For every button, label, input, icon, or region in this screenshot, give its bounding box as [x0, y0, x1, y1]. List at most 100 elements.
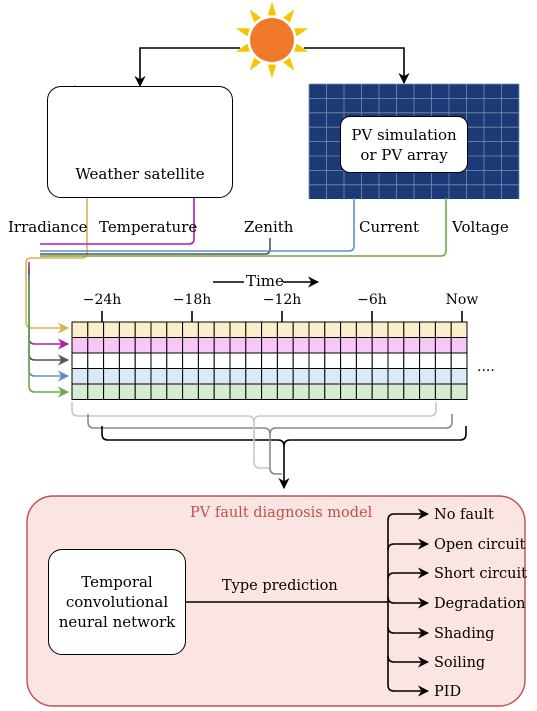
grid-cell — [324, 337, 342, 354]
output-shading: Shading — [434, 626, 495, 642]
grid-cell — [276, 337, 294, 354]
temperature-branch — [28, 262, 70, 350]
grid-cell — [308, 368, 326, 385]
sun-ray — [283, 57, 295, 71]
window-braces — [71, 402, 467, 490]
output-arrow — [387, 567, 430, 580]
network-box: Temporal convolutional neural network — [48, 549, 186, 655]
grid-cell — [434, 383, 452, 400]
grid-cell — [213, 368, 231, 385]
temperature-line — [40, 198, 195, 245]
irradiance-label: Irradiance — [8, 218, 88, 236]
brace-dark — [101, 426, 467, 452]
pv-label-line2: or PV array — [360, 145, 448, 164]
grid-cell — [166, 337, 184, 354]
grid-cell — [213, 321, 231, 338]
output-degradation: Degradation — [434, 596, 526, 612]
grid-cell — [197, 337, 215, 354]
grid-cell — [150, 352, 168, 369]
grid-cell — [450, 383, 468, 400]
grid-cell — [87, 352, 105, 369]
grid-cell — [419, 337, 436, 354]
grid-cell — [371, 337, 389, 354]
output-arrow — [387, 626, 430, 639]
grid-cell — [324, 352, 342, 369]
grid-cell — [419, 368, 436, 385]
grid-cell — [355, 337, 373, 354]
grid-cell — [419, 321, 436, 338]
grid-cell — [166, 383, 184, 400]
grid-cell — [387, 352, 405, 369]
sun-ray — [235, 28, 250, 37]
grid-cell — [292, 352, 310, 369]
grid-cell — [182, 337, 199, 354]
grid-cell — [434, 368, 452, 385]
grid-cell — [276, 321, 294, 338]
grid-cell — [324, 321, 342, 338]
grid-cell — [387, 368, 405, 385]
grid-cell — [213, 383, 231, 400]
grid-cell — [182, 383, 199, 400]
grid-cell — [292, 368, 310, 385]
grid-cell — [229, 352, 247, 369]
grid-cell — [134, 383, 152, 400]
grid-cell — [71, 337, 89, 354]
grid-cell — [245, 337, 263, 354]
grid-cell — [87, 321, 105, 338]
voltage-branch — [28, 280, 70, 398]
grid-cell — [261, 383, 278, 400]
grid-cell — [403, 368, 421, 385]
grid-cell — [324, 368, 342, 385]
network-line1: Temporal — [81, 573, 153, 591]
grid-cell — [229, 337, 247, 354]
grid-cell — [292, 337, 310, 354]
grid-cell — [71, 321, 89, 338]
grid-cell — [340, 337, 357, 354]
network-line3: neural network — [58, 613, 176, 631]
grid-cell — [292, 321, 310, 338]
time-label: Time — [246, 272, 284, 290]
grid-cell — [197, 383, 215, 400]
grid-cell — [166, 368, 184, 385]
grid-cell — [403, 352, 421, 369]
grid-cell — [434, 337, 452, 354]
grid-cell — [103, 352, 120, 369]
time-series-grid — [71, 321, 468, 400]
grid-cell — [229, 321, 247, 338]
grid-cell — [103, 383, 120, 400]
voltage-label: Voltage — [452, 218, 509, 236]
grid-cell — [371, 352, 389, 369]
grid-cell — [71, 383, 89, 400]
grid-cell — [261, 352, 278, 369]
grid-cell — [134, 321, 152, 338]
grid-cell — [118, 337, 136, 354]
tick-label-now: Now — [445, 292, 479, 308]
grid-cell — [261, 321, 278, 338]
grid-cell — [434, 321, 452, 338]
grid-cell — [403, 337, 421, 354]
grid-cell — [197, 352, 215, 369]
grid-cell — [308, 321, 326, 338]
grid-cell — [276, 383, 294, 400]
temperature-label: Temperature — [99, 218, 198, 236]
voltage-line — [40, 198, 447, 257]
grid-cell — [103, 368, 120, 385]
grid-cell — [150, 337, 168, 354]
grid-cell — [134, 368, 152, 385]
brace-mid-tail — [269, 438, 282, 475]
grid-cell — [324, 383, 342, 400]
grid-cell — [87, 383, 105, 400]
grid-cell — [450, 321, 468, 338]
pv-label-line1: PV simulation — [351, 125, 457, 144]
sun-ray — [283, 9, 295, 23]
grid-cell — [308, 337, 326, 354]
grid-cell — [276, 368, 294, 385]
sun-ray — [249, 9, 261, 23]
output-arrow — [387, 655, 430, 668]
grid-cell — [434, 352, 452, 369]
sun-ray — [235, 43, 250, 52]
zenith-label: Zenith — [244, 218, 294, 236]
grid-cell — [292, 383, 310, 400]
grid-cell — [229, 368, 247, 385]
tick-label-12h: −12h — [262, 292, 302, 308]
